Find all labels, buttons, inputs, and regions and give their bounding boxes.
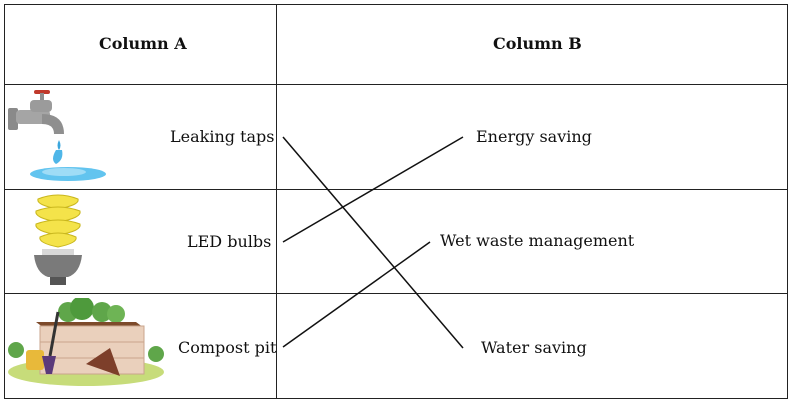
column-b-label-2: Wet waste management <box>440 231 635 250</box>
match-line-led-bulbs-energy-saving <box>282 136 464 243</box>
column-a-header: Column A <box>99 34 187 53</box>
compost-pit-icon <box>8 298 164 386</box>
column-a-label-3: Compost pit <box>178 338 277 357</box>
column-a-label-1: Leaking taps <box>170 127 275 146</box>
column-b-label-3: Water saving <box>481 338 587 357</box>
column-b-header: Column B <box>493 34 582 53</box>
leaking-tap-icon <box>8 90 106 181</box>
column-b-label-1: Energy saving <box>476 127 592 146</box>
match-line-leaking-taps-water-saving <box>282 136 464 349</box>
match-line-compost-pit-wet-waste <box>282 241 431 348</box>
column-a-label-2: LED bulbs <box>187 232 272 251</box>
led-bulb-icon <box>34 194 82 285</box>
